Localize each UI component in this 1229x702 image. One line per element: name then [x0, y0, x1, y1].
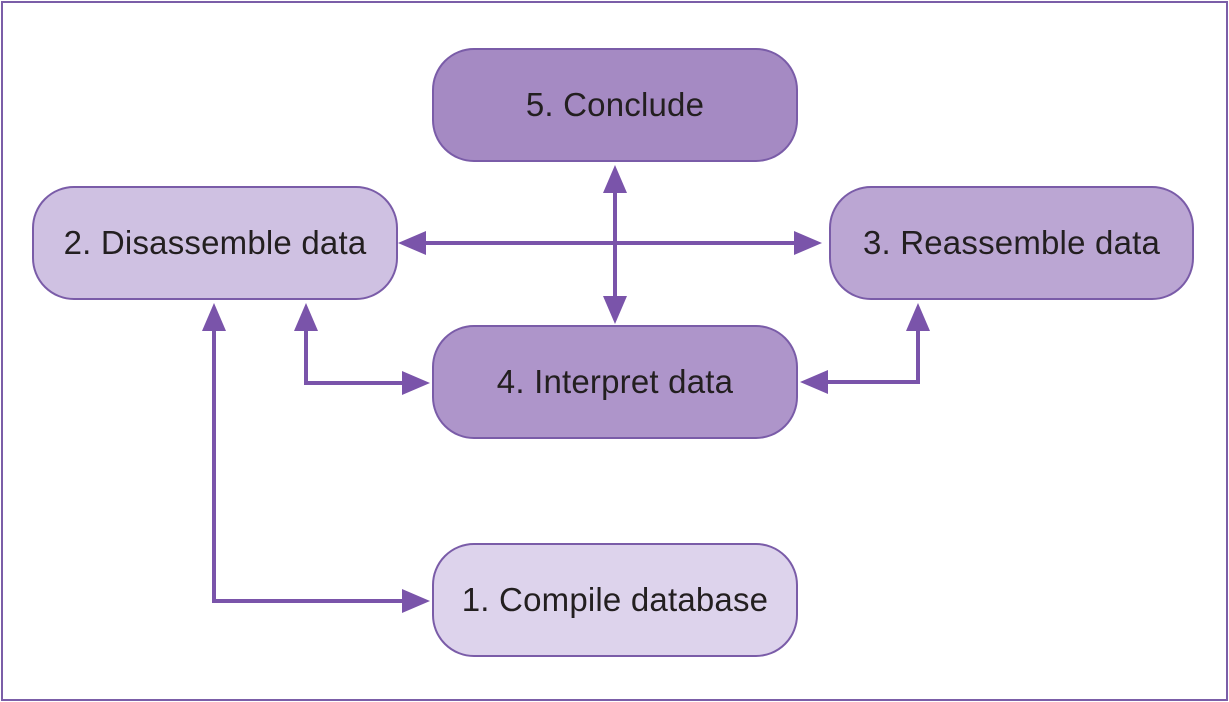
arrow-interpret-disassemble — [304, 330, 407, 385]
arrowhead-up-reassemble — [906, 303, 930, 331]
arrow-interpret-reassemble — [826, 330, 920, 384]
node-interpret-data: 4. Interpret data — [432, 325, 798, 439]
arrowhead-up-conclude — [603, 165, 627, 193]
arrowhead-left-interpret — [800, 370, 828, 394]
arrow-compile-disassemble — [212, 330, 407, 603]
node-reassemble-label: 3. Reassemble data — [862, 224, 1161, 261]
node-compile-database: 1. Compile database — [432, 543, 798, 657]
node-compile-label: 1. Compile database — [461, 581, 769, 618]
arrowhead-right-reassemble — [794, 231, 822, 255]
node-reassemble-data: 3. Reassemble data — [829, 186, 1194, 300]
node-conclude: 5. Conclude — [432, 48, 798, 162]
node-disassemble-label: 2. Disassemble data — [63, 224, 367, 261]
node-conclude-label: 5. Conclude — [525, 86, 705, 123]
arrowhead-up-disassemble-left — [202, 303, 226, 331]
arrowhead-up-disassemble-mid — [294, 303, 318, 331]
arrowhead-right-compile — [402, 589, 430, 613]
node-interpret-label: 4. Interpret data — [496, 363, 734, 400]
node-disassemble-data: 2. Disassemble data — [32, 186, 398, 300]
arrowhead-down-interpret — [603, 296, 627, 324]
arrowhead-left-disassemble — [398, 231, 426, 255]
arrowhead-right-interpret — [402, 371, 430, 395]
